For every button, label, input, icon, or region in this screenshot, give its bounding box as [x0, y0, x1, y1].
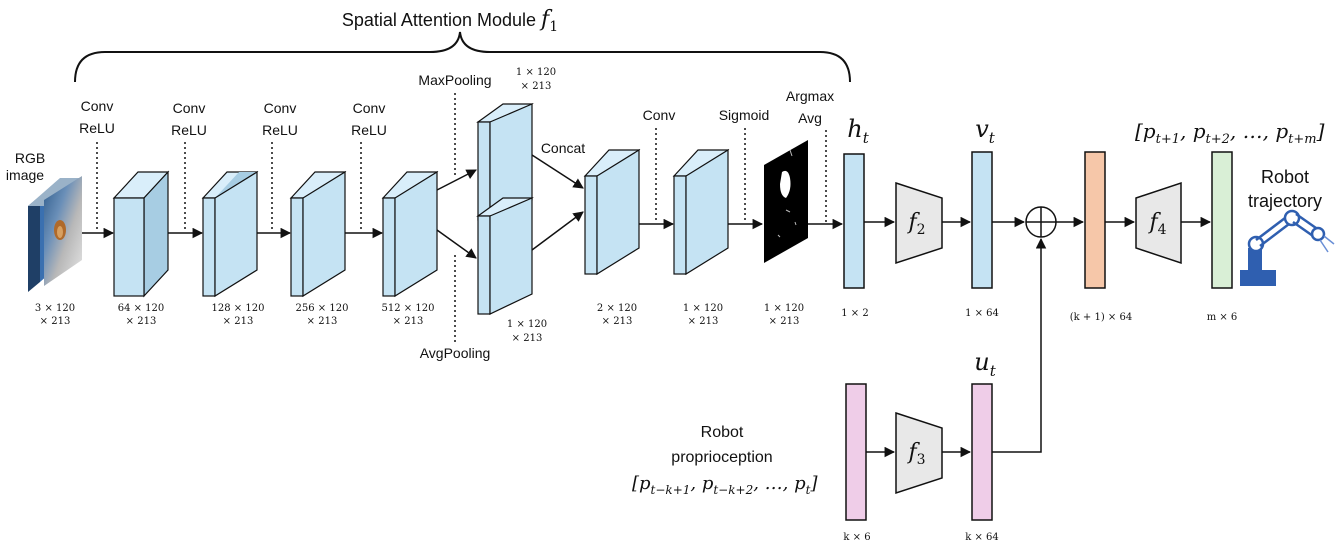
- ht-label: ht: [847, 115, 869, 147]
- feature-map-512: [381, 170, 439, 298]
- layer-dim-4: 512 × 120× 213: [382, 303, 435, 327]
- proprio-vector: [845, 383, 867, 521]
- concat-label: Concat: [541, 140, 585, 156]
- feature-map-256: [289, 170, 347, 298]
- sigmoid-label: Sigmoid: [719, 107, 770, 123]
- vt-dim: 1 × 64: [965, 308, 999, 319]
- output-sequence: [pt+1, pt+2, …, pt+m]: [1135, 119, 1325, 147]
- ut-label: ut: [974, 348, 996, 380]
- ut-vector: [971, 383, 993, 521]
- conv2-label: Conv: [643, 107, 676, 123]
- avgpool-label: AvgPooling: [420, 345, 491, 361]
- output-dim: m × 6: [1207, 312, 1238, 323]
- layer-dim-3: 256 × 120× 213: [296, 303, 349, 327]
- layer-dim-1: 64 × 120× 213: [118, 303, 165, 327]
- avgpool-map: [476, 197, 534, 315]
- maxpool-label: MaxPooling: [418, 72, 491, 88]
- f2-network: [895, 181, 943, 265]
- vt-vector: [971, 151, 993, 289]
- maxpool-map: [476, 103, 534, 221]
- maxpool-dim: 1 × 120× 213: [516, 67, 556, 92]
- guide-lines: [96, 93, 827, 345]
- robot-arm-icon: [1240, 209, 1335, 286]
- sigmoid-dim: 1 × 120× 213: [764, 303, 804, 327]
- ut-to-concat-arrow: [992, 237, 1047, 453]
- attention-map: [764, 140, 808, 263]
- concat-out-dim: (k + 1) × 64: [1070, 312, 1132, 323]
- ht-dim: 1 × 2: [841, 308, 868, 319]
- feature-map-64: [112, 170, 170, 298]
- k6-dim: k × 6: [843, 532, 870, 543]
- module-title: Spatial Attention Module f1: [342, 7, 558, 35]
- proprio-sequence: [pt−k+1, pt−k+2, …, pt]: [632, 473, 818, 497]
- conv2-map: [672, 148, 730, 276]
- layer-dim-2: 128 × 120× 213: [212, 303, 265, 327]
- f4-network: [1135, 181, 1182, 265]
- input-dim: 3 × 120× 213: [35, 303, 75, 327]
- f3-network: [895, 411, 943, 495]
- conv2-dim: 1 × 120× 213: [683, 303, 723, 327]
- chain-arrows: [82, 154, 844, 259]
- concat-map: [583, 148, 641, 276]
- concat-op: [1025, 206, 1057, 238]
- output-vector: [1211, 151, 1233, 289]
- feature-map-128: [201, 170, 259, 298]
- rgb-image: [28, 176, 82, 292]
- avgpool-dim: 1 × 120× 213: [507, 319, 547, 344]
- ht-vector: [843, 153, 865, 289]
- vt-label: vt: [975, 115, 996, 147]
- concat-dim: 2 × 120× 213: [597, 303, 637, 327]
- concat-vector: [1084, 151, 1106, 289]
- ut-dim: k × 64: [965, 532, 999, 543]
- module-brace: [74, 31, 851, 83]
